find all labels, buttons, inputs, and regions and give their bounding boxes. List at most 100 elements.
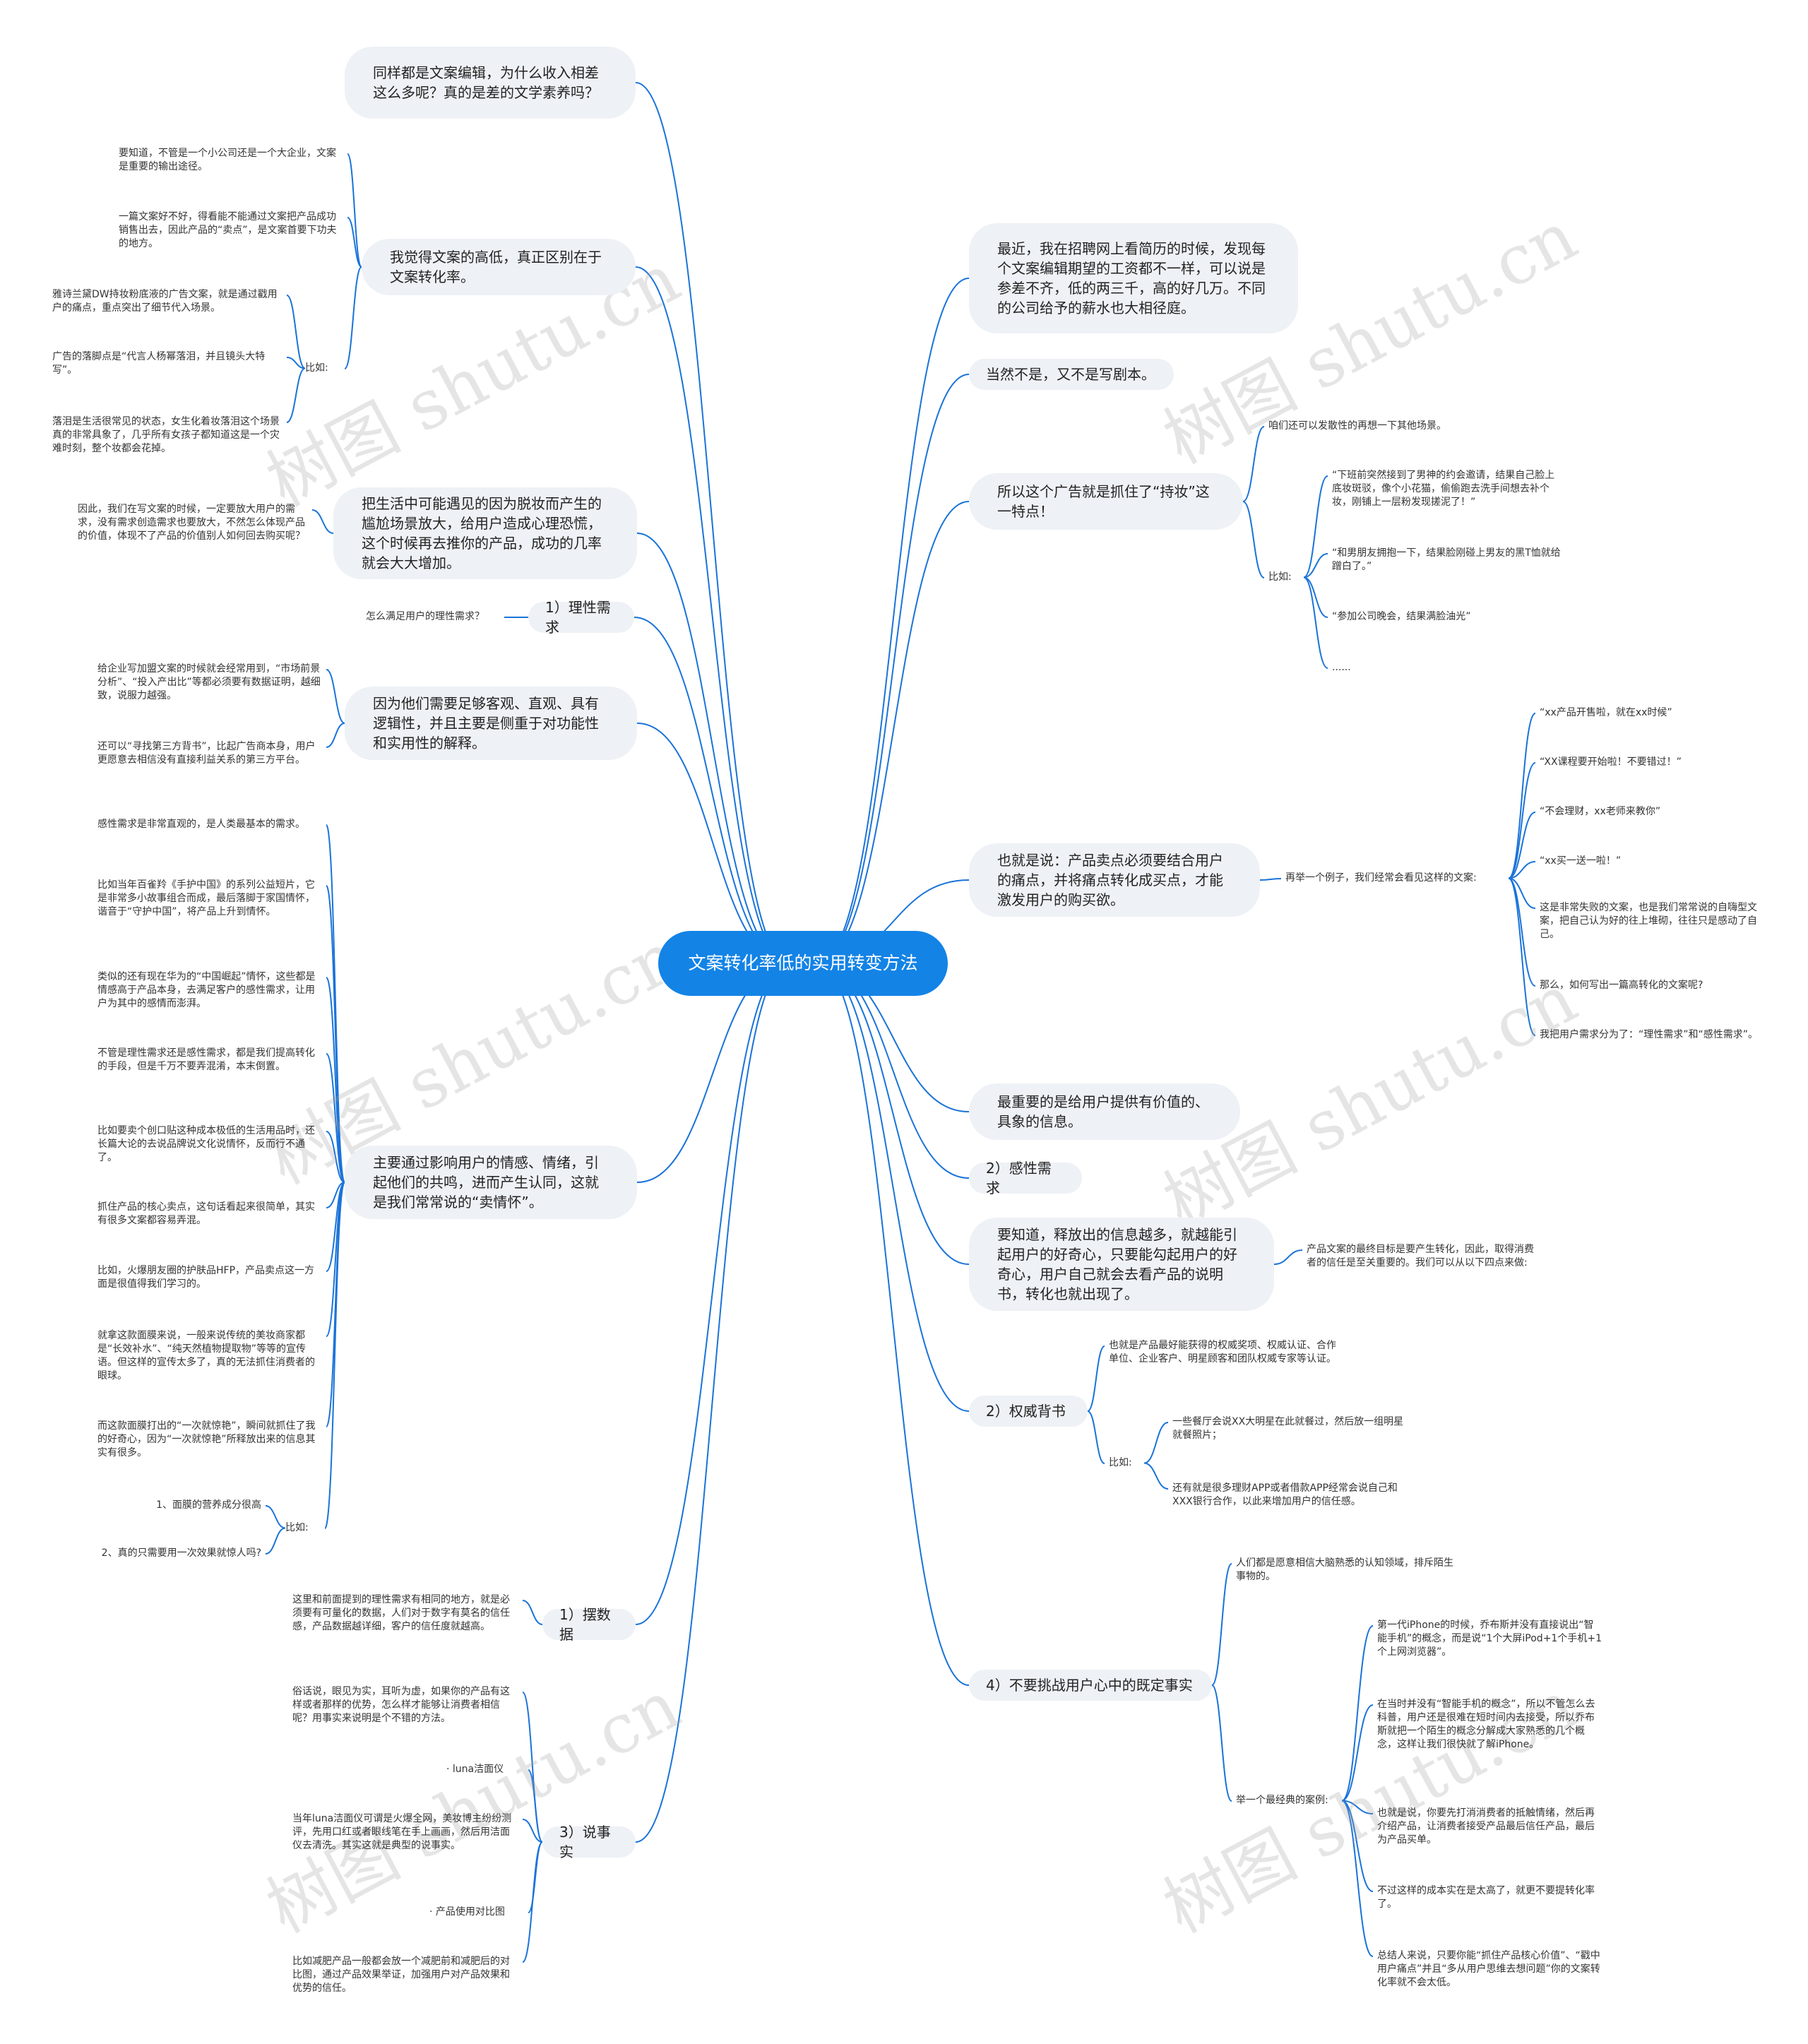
connector-line xyxy=(816,963,970,1686)
leaf-text: 也就是说，你要先打消消费者的抵触情绪，然后再介绍产品，让消费者接受产品最后信任产… xyxy=(1377,1807,1595,1846)
topic-rational-need[interactable]: 1）理性需求 xyxy=(528,599,634,636)
connector-line xyxy=(635,82,790,964)
example-label: 比如: xyxy=(285,1522,309,1533)
connector-line xyxy=(635,266,790,964)
leaf-text: 也就是产品最好能获得的权威奖项、权威认证、合作单位、企业客户、明星顾客和团队权威… xyxy=(1109,1340,1336,1365)
leaf-text: 比如当年百雀羚《手护中国》的系列公益短片，它是非常多小故事组合而成，最后落脚于家… xyxy=(97,879,315,917)
connector-line xyxy=(636,963,790,1183)
topic-objective-logic[interactable]: 因为他们需要足够客观、直观、具有逻辑性，并且主要是侧重于对功能性和实用性的解释。 xyxy=(345,687,637,760)
topic-established-facts[interactable]: 4）不要挑战用户心中的既定事实 xyxy=(969,1670,1212,1701)
connector-line xyxy=(816,374,970,964)
connector-line xyxy=(347,153,362,268)
connector-line xyxy=(1303,553,1328,578)
leaf-text: 要知道，不管是一个小公司还是一个大企业，文案是重要的输出途径。 xyxy=(119,148,336,172)
example-label: 比如: xyxy=(305,362,328,374)
topic-lasting-makeup[interactable]: 所以这个广告就是抓住了“持妆”这一特点！ xyxy=(969,473,1243,530)
topic-authority[interactable]: 2）权威背书 xyxy=(969,1396,1088,1427)
connector-line xyxy=(528,1769,543,1843)
topic-curiosity[interactable]: 要知道，释放出的信息越多，就越能引起用户的好奇心，只要能勾起用户的好奇心，用户自… xyxy=(969,1218,1274,1311)
connector-line xyxy=(522,1600,543,1625)
leaf-text: 一些餐厅会说XX大明星在此就餐过，然后放一组明星就餐照片； xyxy=(1172,1416,1404,1441)
connector-line xyxy=(522,1841,543,1963)
connector-line xyxy=(1508,877,1536,1036)
leaf-text: 我把用户需求分为了：“理性需求”和“感性需求”。 xyxy=(1540,1029,1759,1040)
topic-amplify-scene[interactable]: 把生活中可能遇见的因为脱妆而产生的尴尬场景放大，给用户造成心理恐慌，这个时候再去… xyxy=(333,487,637,579)
leaf-text: 2、真的只需要用一次效果就惊人吗? xyxy=(101,1547,261,1559)
leaf-text: 因此，我们在写文案的时候，一定要放大用户的需求，没有需求创造需求也要放大，不然怎… xyxy=(78,504,305,542)
connector-line xyxy=(265,1527,286,1555)
connector-line xyxy=(1508,762,1536,879)
leaf-text: 第一代iPhone的时候，乔布斯并没有直接说出“智能手机”的概念，而是说“1个大… xyxy=(1377,1620,1602,1658)
example-label: 比如: xyxy=(1268,571,1292,583)
leaf-text: 不过这样的成本实在是太高了，就更不要提转化率了。 xyxy=(1377,1885,1595,1910)
connector-line xyxy=(1242,501,1265,578)
topic-resume-salary[interactable]: 最近，我在招聘网上看简历的时候，发现每个文案编辑期望的工资都不一样，可以说是参差… xyxy=(969,223,1298,333)
leaf-text: 比如要卖个创口贴这种成本极低的生活用品时，还长篇大论的去说品牌说文化说情怀，反而… xyxy=(97,1125,315,1163)
connector-line xyxy=(1303,576,1328,618)
connector-line xyxy=(326,824,345,1183)
connector-line xyxy=(1341,1625,1374,1802)
leaf-text: 在当时并没有“智能手机的概念”，所以不管怎么去科普，用户还是很难在短时间内去接受… xyxy=(1377,1699,1595,1750)
leaf-text: 而这款面膜打出的“一次就惊艳”，瞬间就抓住了我的好奇心，因为“一次就惊艳”所释放… xyxy=(97,1420,316,1458)
leaf-text: 俗话说，眼见为实，耳听为虚，如果你的产品有这样或者那样的优势，怎么样才能够让消费… xyxy=(292,1686,510,1724)
leaf-text: “参加公司晚会，结果满脸油光” xyxy=(1332,611,1471,622)
leaf-text: 不管是理性需求还是感性需求，都是我们提高转化的手段，但是千万不要弄混淆，本末倒置… xyxy=(97,1047,315,1072)
connector-line xyxy=(326,669,345,724)
leaf-text: 还有就是很多理财APP或者借款APP经常会说自己和XXX银行合作，以此来增加用户… xyxy=(1172,1483,1398,1507)
leaf-text: “xx买一送一啦！” xyxy=(1540,855,1622,867)
connector-line xyxy=(816,501,970,964)
leaf-text: 这是非常失败的文案，也是我们常常说的自嗨型文案，把自己认为好的往上堆砌，往往只是… xyxy=(1540,902,1757,940)
connector-line xyxy=(286,357,306,369)
topic-emotional-need[interactable]: 主要通过影响用户的情感、情绪，引起他们的共鸣，进而产生认同，这就是我们常常说的“… xyxy=(345,1146,637,1219)
topic-valuable-info[interactable]: 最重要的是给用户提供有价值的、具象的信息。 xyxy=(969,1083,1240,1140)
connector-line xyxy=(816,278,970,964)
topic-emotional-need-2[interactable]: 2）感性需求 xyxy=(969,1160,1082,1196)
leaf-text: 当年luna洁面仪可谓是火爆全网，美妆博主纷纷测评，先用口红或者眼线笔在手上画画… xyxy=(292,1813,512,1851)
leaf-text: · luna洁面仪 xyxy=(446,1764,504,1775)
connector-line xyxy=(344,266,362,369)
connector-line xyxy=(634,617,790,964)
connector-line xyxy=(635,963,790,1625)
leaf-text: 总结人来说，只要你能“抓住产品核心价值”、“戳中用户痛点”并且“多从用户思维去想… xyxy=(1377,1950,1600,1988)
connector-line xyxy=(326,1053,345,1183)
connector-line xyxy=(286,367,306,423)
leaf-text: 一篇文案好不好，得看能不能通过文案把产品成功销售出去，因此产品的“卖点”，是文案… xyxy=(119,211,337,249)
connector-line xyxy=(816,963,970,1412)
topic-salary-question[interactable]: 同样都是文案编辑，为什么收入相差这么多呢？真的是差的文学素养吗？ xyxy=(345,47,636,119)
topic-show-data[interactable]: 1）摆数据 xyxy=(542,1606,636,1643)
leaf-text: “和男朋友拥抱一下，结果脸刚碰上男友的黑T恤就给蹭白了。” xyxy=(1332,547,1561,572)
leaf-text: 产品文案的最终目标是要产生转化，因此，取得消费者的信任是至关重要的。我们可以从以… xyxy=(1307,1244,1534,1268)
connector-line xyxy=(1242,426,1265,502)
connector-line xyxy=(816,963,970,1265)
connector-line xyxy=(1211,1684,1232,1802)
leaf-text: 这里和前面提到的理性需求有相同的地方，就是必须要有可量化的数据，人们对于数字有莫… xyxy=(292,1594,510,1632)
topic-show-facts[interactable]: 3）说事实 xyxy=(542,1824,636,1860)
connector-line xyxy=(1508,812,1536,879)
topic-not-script[interactable]: 当然不是，又不是写剧本。 xyxy=(969,359,1174,390)
example-label: 再举一个例子，我们经常会看见这样的文案: xyxy=(1285,872,1477,884)
connector-line xyxy=(1341,1800,1374,1892)
connector-line xyxy=(1259,878,1282,881)
connector-line xyxy=(636,533,790,964)
root-topic[interactable]: 文案转化率低的实用转变方法 xyxy=(658,931,948,996)
leaf-text: 咱们还可以发散性的再想一下其他场景。 xyxy=(1268,420,1446,432)
leaf-text: ...... xyxy=(1332,662,1351,673)
topic-conversion-rate[interactable]: 我觉得文案的高低，真正区别在于文案转化率。 xyxy=(362,239,636,295)
topic-pain-point[interactable]: 也就是说：产品卖点必须要结合用户的痛点，并将痛点转化成买点，才能激发用户的购买欲… xyxy=(969,843,1260,917)
leaf-text: “XX课程要开始啦！不要错过！” xyxy=(1540,756,1682,768)
leaf-text: 还可以“寻找第三方背书”，比起广告商本身，用户更愿意去相信没有直接利益关系的第三… xyxy=(97,741,316,766)
leaf-text: 那么，如何写出一篇高转化的文案呢? xyxy=(1540,980,1703,991)
leaf-text: 雅诗兰黛DW持妆粉底液的广告文案，就是通过戳用户的痛点，重点突出了细节代入场景。 xyxy=(52,289,278,314)
connector-line xyxy=(347,217,362,268)
connector-line xyxy=(326,977,345,1183)
connector-line xyxy=(1143,1422,1169,1464)
leaf-text: 落泪是生活很常见的状态，女生化着妆落泪这个场景真的非常具象了，几乎所有女孩子都知… xyxy=(52,416,280,454)
connector-line xyxy=(326,723,345,748)
connector-line xyxy=(326,1182,345,1427)
connector-line xyxy=(635,963,790,1843)
leaf-text: “下班前突然接到了男神的约会邀请，结果自己脸上底妆斑驳，像个小花猫，偷偷跑去洗手… xyxy=(1332,470,1555,508)
leaf-text: · 产品使用对比图 xyxy=(429,1906,505,1918)
leaf-text: 1、面膜的营养成分很高 xyxy=(156,1499,261,1511)
connector-line xyxy=(265,1505,286,1529)
leaf-text: 比如，火爆朋友圈的护肤品HFP，产品卖点这一方面是很值得我们学习的。 xyxy=(97,1265,315,1290)
